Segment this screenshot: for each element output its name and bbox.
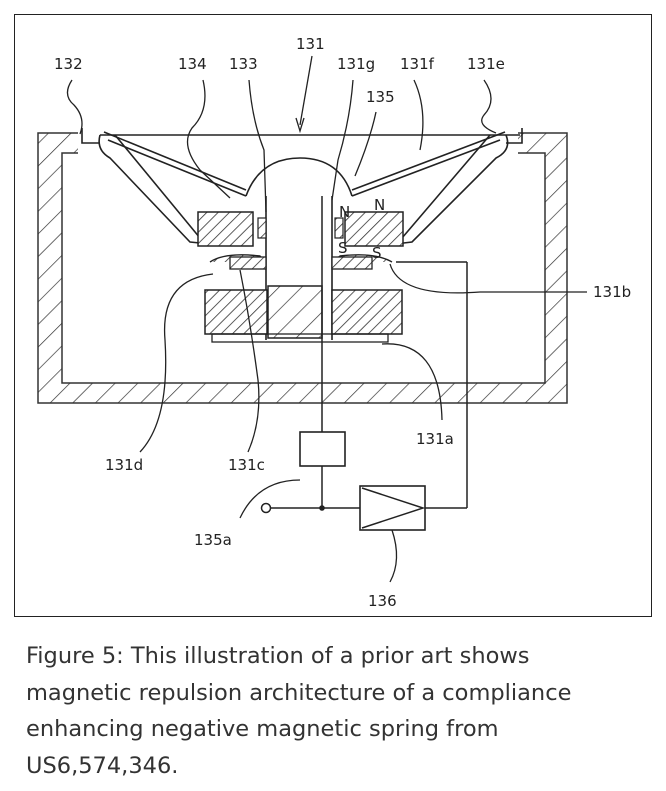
label-131f: 131f bbox=[400, 55, 435, 73]
label-135a: 135a bbox=[194, 531, 232, 549]
figure-caption: Figure 5: This illustration of a prior a… bbox=[26, 643, 572, 779]
label-131b: 131b bbox=[593, 283, 631, 301]
label-132: 132 bbox=[54, 55, 83, 73]
base-plate bbox=[211, 333, 389, 343]
label-133: 133 bbox=[229, 55, 258, 73]
magnet-lower-right bbox=[331, 289, 403, 335]
dust-cap bbox=[245, 157, 353, 197]
junction-dot bbox=[319, 505, 325, 511]
pole-piece bbox=[267, 285, 323, 339]
label-131c: 131c bbox=[228, 456, 265, 474]
label-134: 134 bbox=[178, 55, 207, 73]
label-131: 131 bbox=[296, 35, 325, 53]
label-131d: 131d bbox=[105, 456, 143, 474]
label-131e: 131e bbox=[467, 55, 505, 73]
speaker-cone bbox=[81, 128, 523, 245]
ring-left bbox=[229, 256, 267, 270]
magnet-upper-left bbox=[197, 211, 254, 247]
pole-s-right: S bbox=[372, 244, 382, 262]
pole-n-right: N bbox=[374, 196, 385, 214]
pole-s-left: S bbox=[338, 239, 348, 257]
wiring bbox=[270, 196, 468, 509]
pole-n-left: N bbox=[339, 203, 350, 221]
leader-lines bbox=[66, 55, 587, 583]
ring-right bbox=[331, 256, 373, 270]
coil-upper-left bbox=[257, 217, 267, 239]
figure-frame bbox=[14, 14, 652, 617]
enclosure bbox=[37, 128, 568, 404]
terminal-135a bbox=[260, 502, 272, 514]
label-136: 136 bbox=[368, 592, 397, 610]
coil-upper-right bbox=[334, 217, 344, 239]
magnet-lower-left bbox=[204, 289, 268, 335]
label-131g: 131g bbox=[337, 55, 375, 73]
magnet-upper-right bbox=[344, 211, 404, 247]
sensor-box bbox=[299, 431, 346, 467]
label-131a: 131a bbox=[416, 430, 454, 448]
patent-diagram: N N S S 131 132 134 bbox=[37, 35, 631, 610]
label-135: 135 bbox=[366, 88, 395, 106]
amplifier-136 bbox=[359, 485, 426, 531]
